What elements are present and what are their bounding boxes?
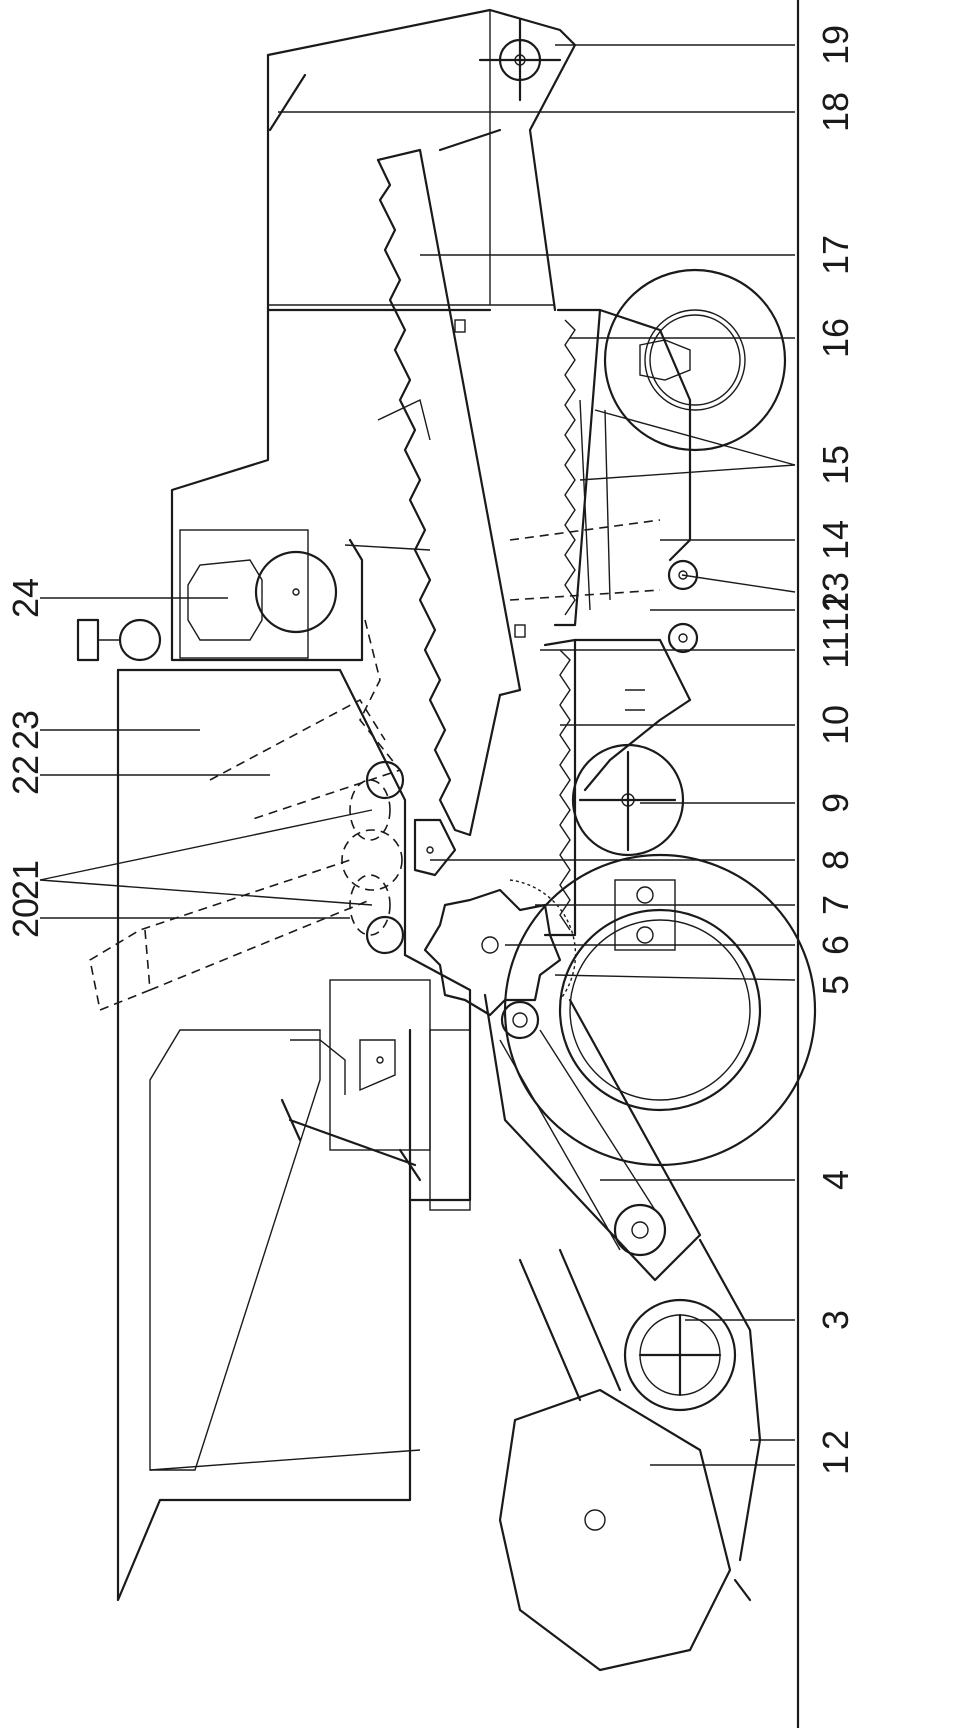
sieves <box>509 308 692 627</box>
label-11: 11 <box>815 631 856 668</box>
label-7: 7 <box>815 895 856 915</box>
label-9: 9 <box>815 793 856 813</box>
label-14: 14 <box>815 520 856 560</box>
feeder-house <box>483 993 702 1282</box>
leader-lines <box>39 44 796 1466</box>
straw-chopper <box>268 18 562 152</box>
grain-tank <box>89 619 405 1012</box>
label-4: 4 <box>815 1170 856 1190</box>
label-20: 20 <box>5 898 46 938</box>
label-18: 18 <box>815 92 856 132</box>
label-19: 19 <box>815 25 856 65</box>
label-23: 23 <box>5 710 46 750</box>
label-21: 21 <box>5 860 46 900</box>
label-6: 6 <box>815 935 856 955</box>
cleaning-fan <box>571 743 685 857</box>
rear-wheel <box>603 268 787 452</box>
threshing-drum <box>413 818 577 1017</box>
label-24: 24 <box>5 578 46 618</box>
label-22: 22 <box>5 755 46 795</box>
label-8: 8 <box>815 850 856 870</box>
label-10: 10 <box>815 705 856 745</box>
label-15: 15 <box>815 445 856 485</box>
machine-body <box>76 8 577 1602</box>
header <box>498 1238 762 1672</box>
label-1: 1 <box>815 1455 856 1475</box>
label-16: 16 <box>815 318 856 358</box>
label-13: 13 <box>815 572 856 612</box>
front-wheel <box>503 853 817 1167</box>
straw-walker <box>344 148 526 837</box>
label-17: 17 <box>815 235 856 275</box>
label-5: 5 <box>815 975 856 995</box>
grain-pan <box>543 559 699 937</box>
label-2: 2 <box>815 1430 856 1450</box>
label-3: 3 <box>815 1310 856 1330</box>
label-12: 12 <box>815 592 856 632</box>
labels: 19 18 17 16 15 14 13 12 11 10 9 8 7 6 5 … <box>5 25 856 1475</box>
